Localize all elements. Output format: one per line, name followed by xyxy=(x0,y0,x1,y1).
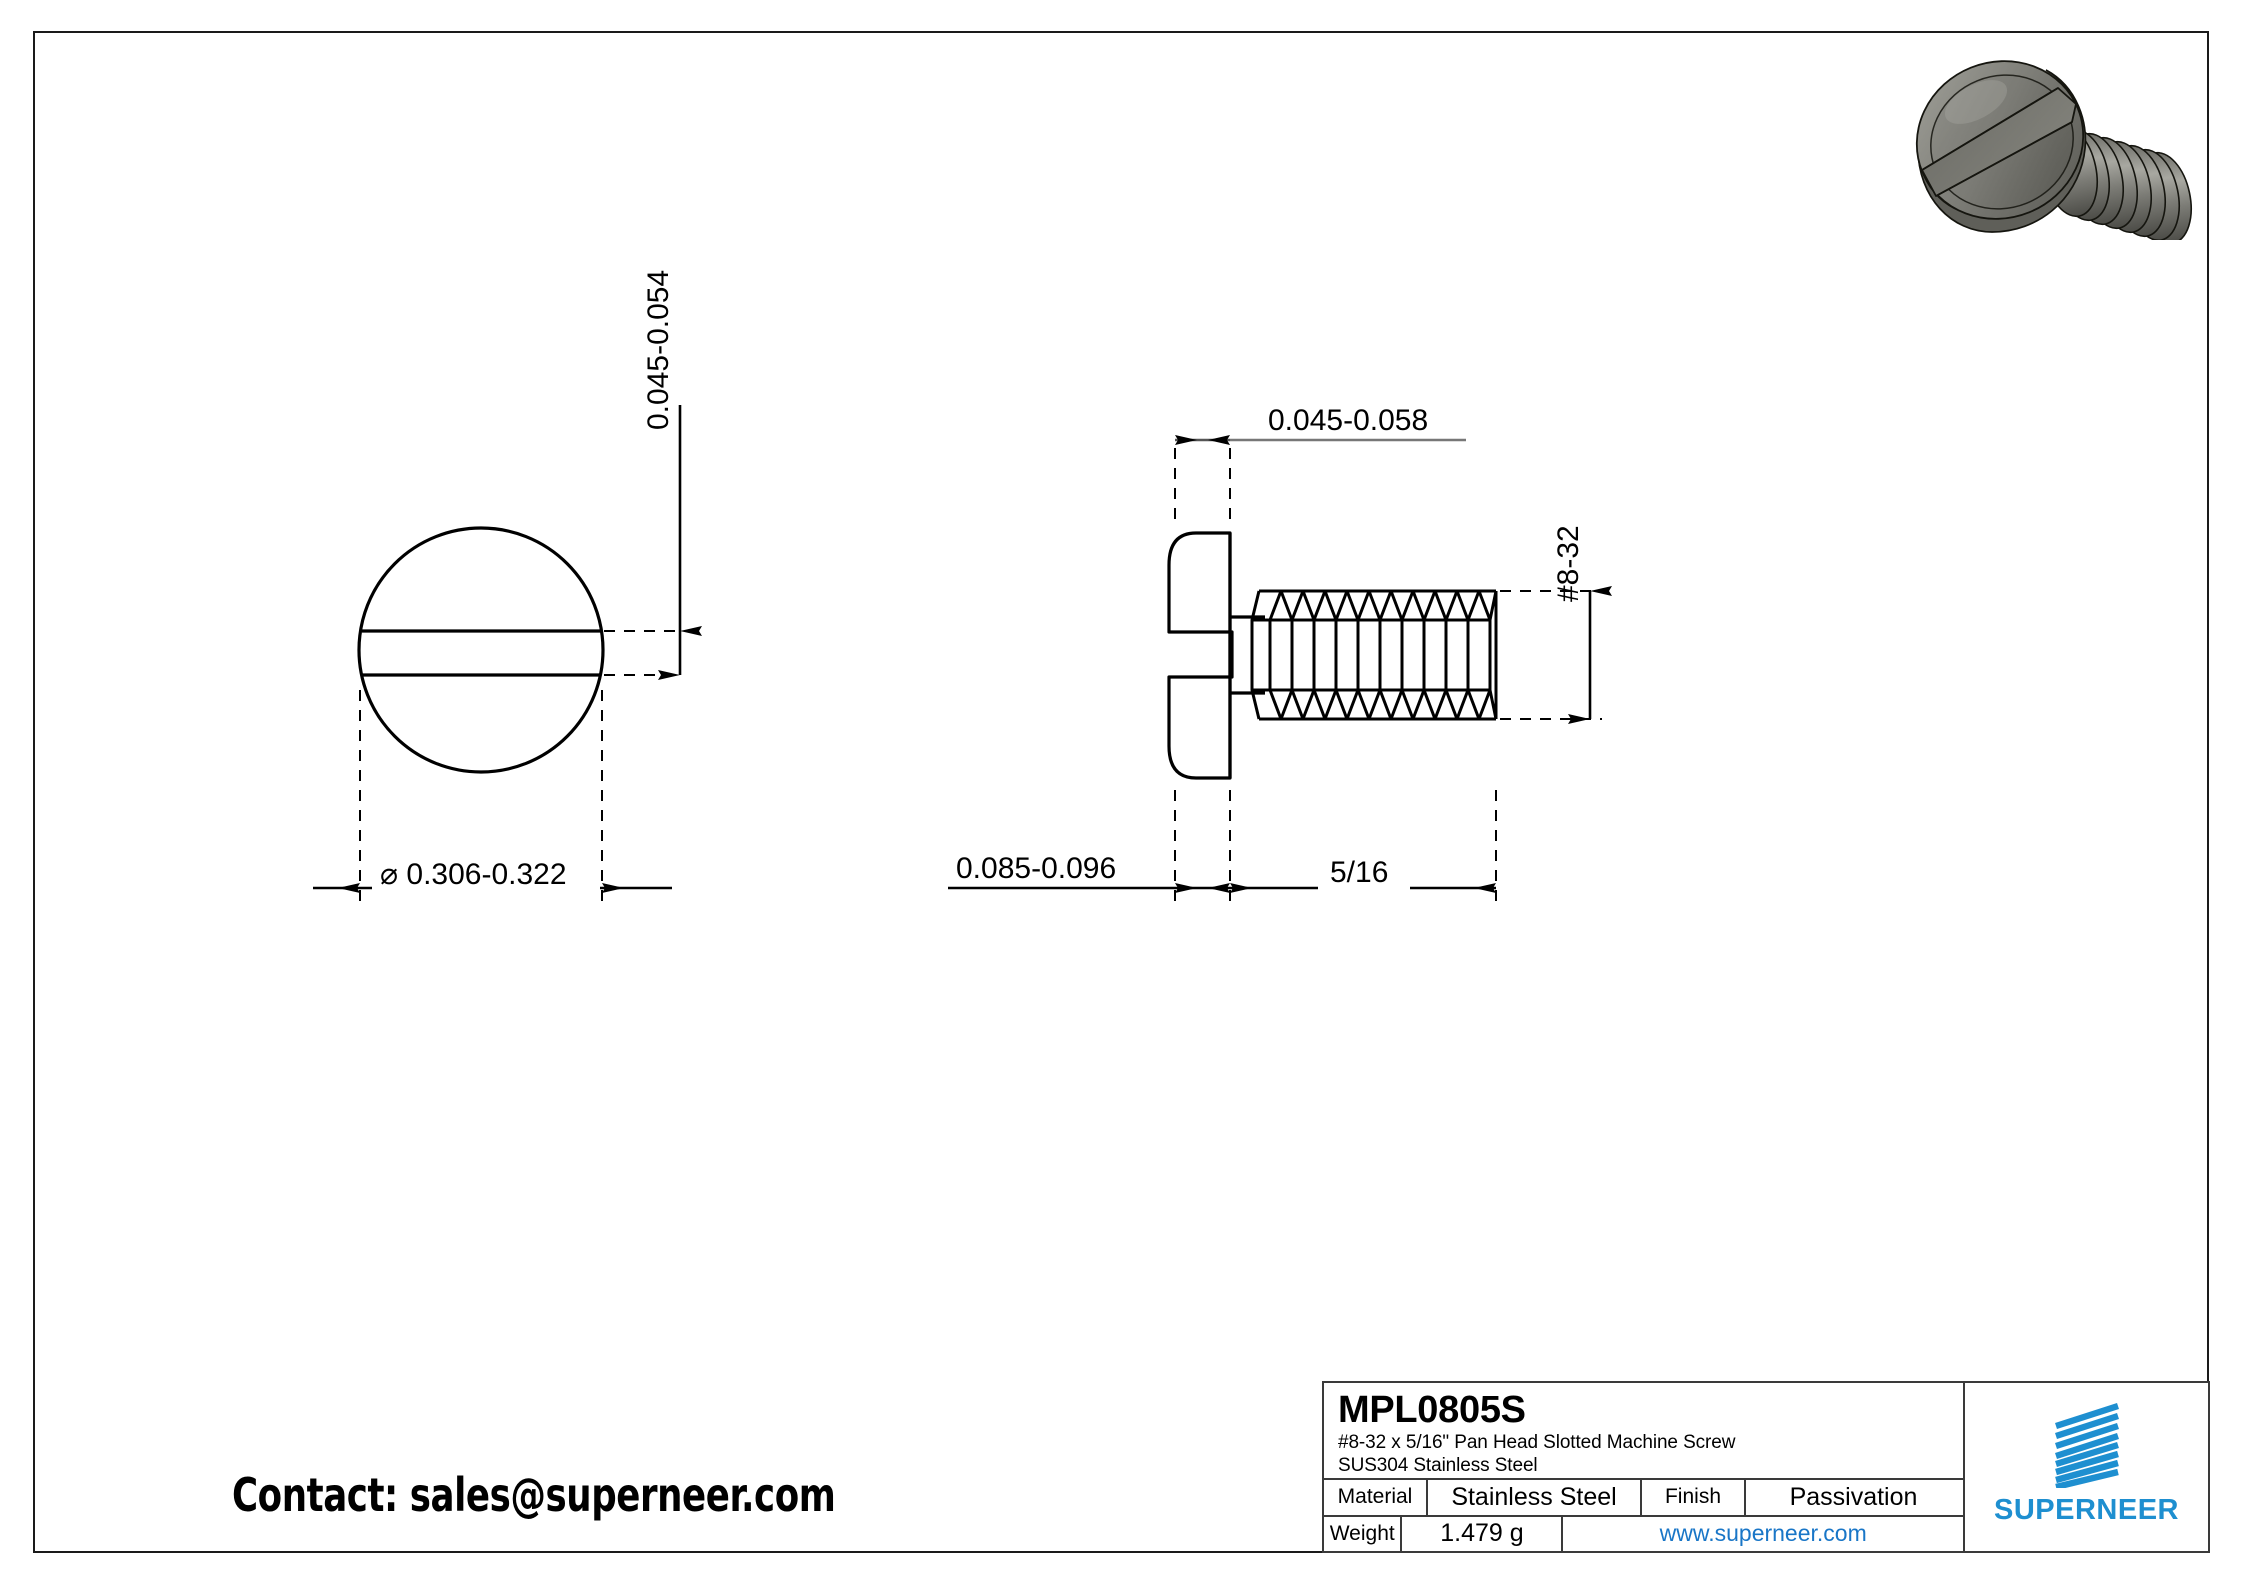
part-description-line1: #8-32 x 5/16" Pan Head Slotted Machine S… xyxy=(1338,1432,1736,1453)
screw-3d-render xyxy=(1915,60,2192,240)
weight-value: 1.479 g xyxy=(1402,1516,1564,1551)
title-block-left: MPL0805S #8-32 x 5/16" Pan Head Slotted … xyxy=(1324,1383,1965,1551)
weight-label: Weight xyxy=(1324,1516,1403,1551)
logo-wordmark: SUPERNEER xyxy=(1994,1493,2179,1526)
logo-stripes-icon xyxy=(2054,1402,2119,1488)
website-link[interactable]: www.superneer.com xyxy=(1659,1520,1867,1547)
title-block-description: MPL0805S #8-32 x 5/16" Pan Head Slotted … xyxy=(1324,1383,1963,1480)
screw-head xyxy=(1915,60,2087,233)
material-value: Stainless Steel xyxy=(1428,1480,1642,1515)
finish-label: Finish xyxy=(1642,1480,1746,1515)
part-number: MPL0805S xyxy=(1338,1389,1526,1431)
brand-logo: SUPERNEER xyxy=(1965,1383,2208,1551)
part-description-line2: SUS304 Stainless Steel xyxy=(1338,1455,1538,1476)
contact-text: Contact: sales@superneer.com xyxy=(232,1468,836,1522)
title-block-spec-table: Material Stainless Steel Finish Passivat… xyxy=(1324,1480,1963,1551)
table-row: Material Stainless Steel Finish Passivat… xyxy=(1324,1480,1963,1517)
material-label: Material xyxy=(1324,1480,1428,1515)
table-row: Weight 1.479 g www.superneer.com xyxy=(1324,1516,1963,1551)
sheet-border xyxy=(33,31,2209,1553)
title-block: MPL0805S #8-32 x 5/16" Pan Head Slotted … xyxy=(1322,1381,2210,1553)
finish-value: Passivation xyxy=(1789,1482,1918,1511)
